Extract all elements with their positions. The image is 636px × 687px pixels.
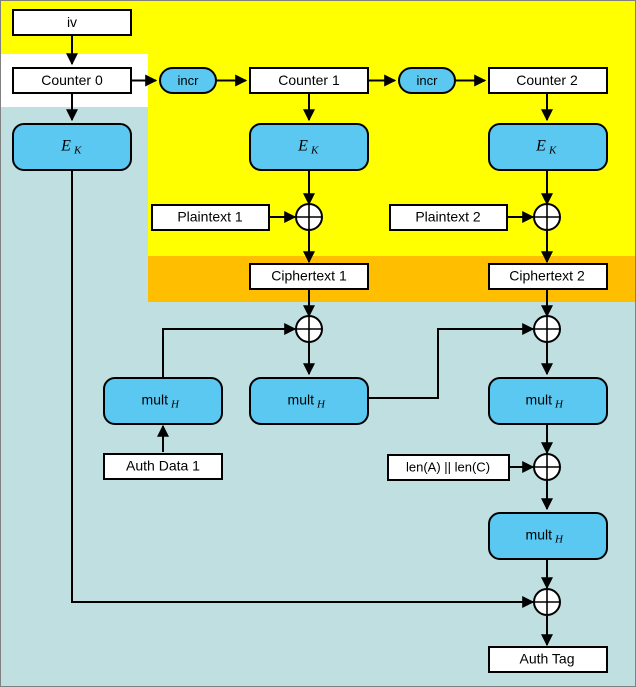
node-mult-ciphertext2-label: mult [526, 392, 553, 408]
xor-plaintext1[interactable] [295, 203, 323, 231]
node-mult-final-subscript: H [554, 534, 564, 546]
node-ciphertext2-label: Ciphertext 2 [509, 268, 585, 284]
xor-plaintext2[interactable] [533, 203, 561, 231]
node-ciphertext2[interactable]: Ciphertext 2 [488, 263, 608, 290]
xor-ghash-1[interactable] [295, 315, 323, 343]
node-len-block-label: len(A) || len(C) [406, 459, 490, 474]
node-plaintext1[interactable]: Plaintext 1 [151, 204, 270, 231]
node-counter0-label: Counter 0 [41, 72, 103, 88]
node-ciphertext1[interactable]: Ciphertext 1 [249, 263, 369, 290]
node-mult-auth-data-subscript: H [170, 399, 180, 411]
node-mult-auth-data-label: mult [142, 392, 169, 408]
node-ek-1-label: E [297, 138, 308, 155]
node-ek-0[interactable]: E K [12, 123, 132, 171]
wire-ek0-to-final-xor [71, 170, 535, 608]
node-incr-1[interactable]: incr [159, 67, 217, 94]
node-len-block[interactable]: len(A) || len(C) [387, 454, 510, 481]
xor-final-tag[interactable] [533, 588, 561, 616]
node-counter0[interactable]: Counter 0 [12, 67, 132, 94]
node-counter2-label: Counter 2 [516, 72, 578, 88]
node-counter1[interactable]: Counter 1 [249, 67, 369, 94]
node-mult-final-label: mult [526, 527, 553, 543]
node-mult-ciphertext1[interactable]: mult H [249, 377, 369, 425]
node-iv[interactable]: iv [12, 9, 132, 36]
node-mult-ciphertext2-subscript: H [554, 399, 564, 411]
xor-length-block[interactable] [533, 453, 561, 481]
wire-multa-to-xor3 [162, 323, 297, 378]
node-incr-1-label: incr [178, 73, 200, 88]
node-incr-2[interactable]: incr [398, 67, 456, 94]
node-mult-final[interactable]: mult H [488, 512, 608, 560]
node-auth-data-1-label: Auth Data 1 [126, 458, 200, 474]
node-counter2[interactable]: Counter 2 [488, 67, 608, 94]
node-ek-2-label: E [535, 138, 546, 155]
node-auth-tag-label: Auth Tag [519, 651, 574, 667]
node-ek-1[interactable]: E K [249, 123, 369, 171]
node-mult-ciphertext1-subscript: H [316, 399, 326, 411]
node-ciphertext1-label: Ciphertext 1 [271, 268, 347, 284]
node-ek-0-subscript: K [73, 145, 82, 157]
node-auth-data-1[interactable]: Auth Data 1 [103, 453, 223, 480]
node-ek-2-subscript: K [548, 145, 557, 157]
node-plaintext1-label: Plaintext 1 [177, 209, 243, 225]
node-auth-tag[interactable]: Auth Tag [488, 646, 608, 673]
node-mult-auth-data[interactable]: mult H [103, 377, 223, 425]
node-plaintext2-label: Plaintext 2 [415, 209, 481, 225]
node-mult-ciphertext1-label: mult [288, 392, 315, 408]
node-iv-label: iv [67, 14, 77, 30]
node-counter1-label: Counter 1 [278, 72, 340, 88]
node-mult-ciphertext2[interactable]: mult H [488, 377, 608, 425]
node-ek-2[interactable]: E K [488, 123, 608, 171]
node-ek-0-label: E [60, 138, 71, 155]
node-incr-2-label: incr [417, 73, 439, 88]
wire-multb-to-xor4 [368, 323, 535, 399]
node-plaintext2[interactable]: Plaintext 2 [389, 204, 508, 231]
xor-ghash-2[interactable] [533, 315, 561, 343]
node-ek-1-subscript: K [310, 145, 319, 157]
